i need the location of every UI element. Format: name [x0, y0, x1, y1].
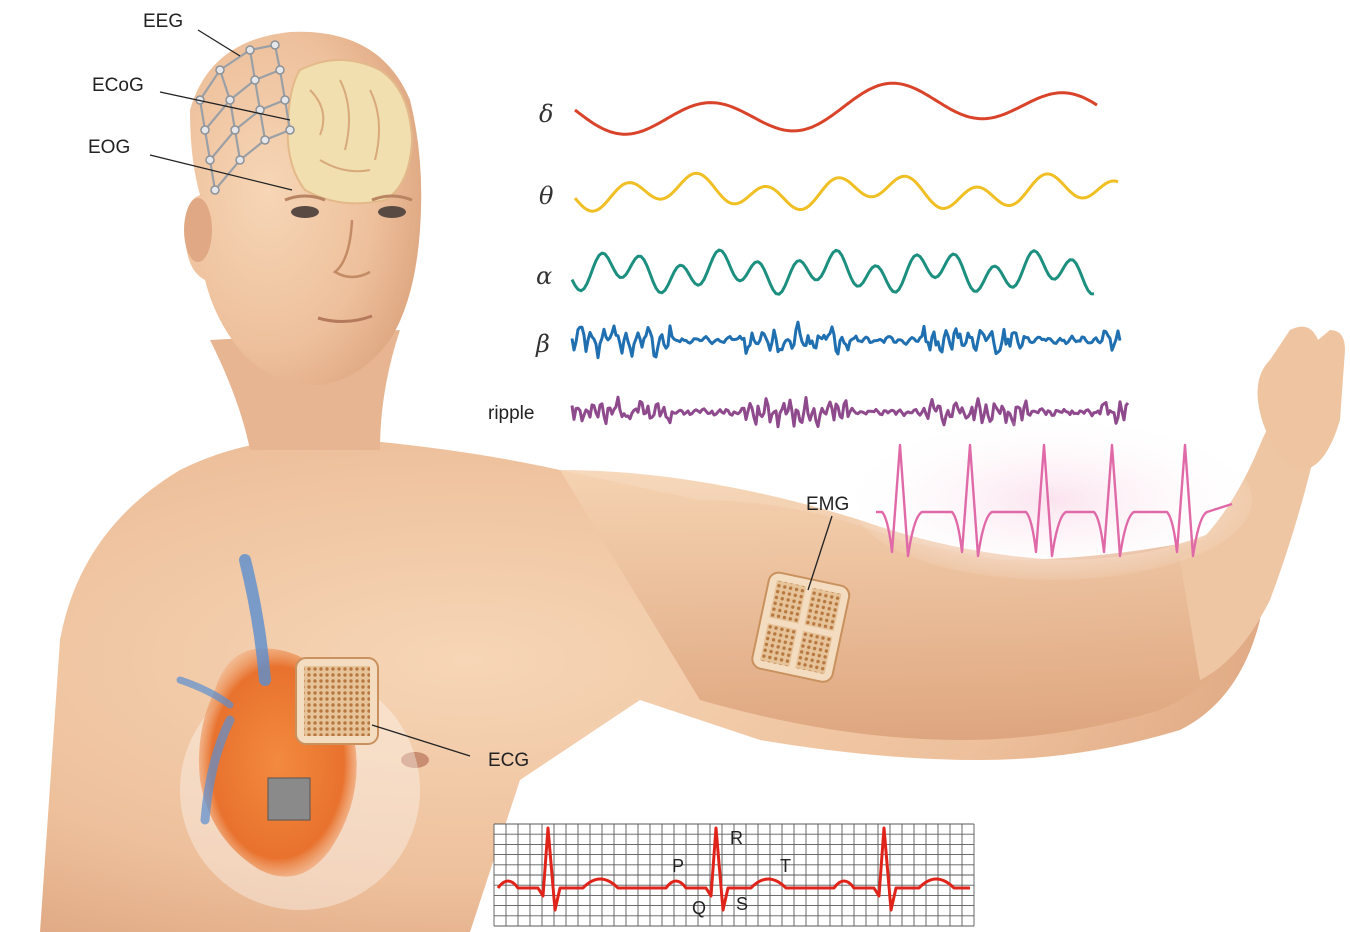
ecg-t-label: T [780, 856, 791, 876]
right-eye [378, 206, 406, 218]
ecg-strip: R P T Q S [494, 824, 974, 926]
band-label-3: β [535, 330, 550, 358]
left-eye [291, 206, 319, 218]
band-label-1: θ [539, 182, 554, 210]
ecog-label: ECoG [92, 75, 144, 96]
emg-waveform [852, 420, 1252, 580]
band-trace-2 [572, 250, 1094, 294]
brain [288, 60, 412, 203]
ecg-r-label: R [730, 828, 743, 848]
band-label-0: δ [539, 100, 553, 128]
brain-wave-bands: δ θ α β ripple [488, 83, 1128, 427]
band-trace-3 [572, 322, 1120, 358]
ecg-label: ECG [488, 750, 529, 771]
ecg-p-label: P [672, 856, 684, 876]
emg-label: EMG [806, 494, 849, 515]
band-trace-1 [575, 173, 1118, 211]
band-label-4: ripple [488, 403, 534, 424]
band-trace-0 [575, 83, 1097, 134]
heart-device [268, 778, 310, 820]
ecg-q-label: Q [692, 898, 706, 918]
ecg-s-label: S [736, 894, 748, 914]
eog-label: EOG [88, 137, 130, 158]
ear [184, 198, 212, 262]
band-label-2: α [536, 262, 552, 290]
eeg-label: EEG [143, 11, 183, 32]
